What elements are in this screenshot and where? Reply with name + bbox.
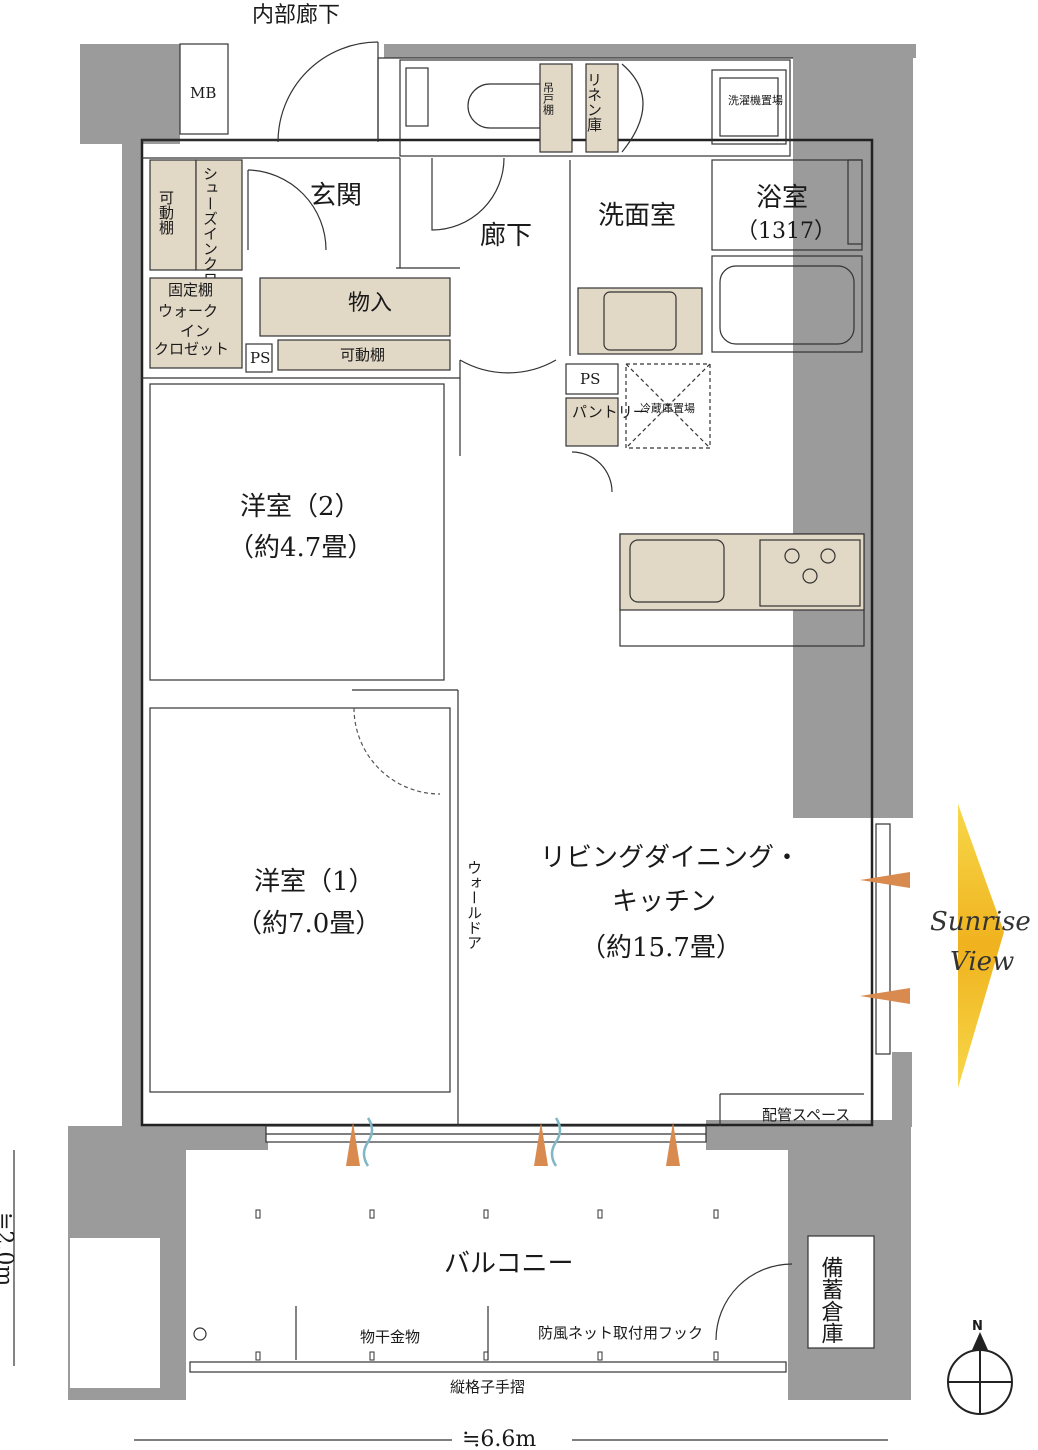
pantry-label: パントリー (572, 403, 648, 421)
western-room-2-size-label: （約4.7畳） (228, 533, 373, 563)
movable-shelf-2-label: 可動棚 (340, 346, 385, 364)
hallway-label: 廊下 (480, 221, 532, 251)
walkin-closet-label-2: イン (180, 322, 210, 340)
railing-label: 縦格子手摺 (450, 1378, 525, 1396)
balcony-posts (255, 1209, 719, 1361)
windbreak-hook-label: 防風ネット取付用フック (538, 1324, 703, 1342)
western-room-1-label: 洋室（1） (254, 867, 375, 897)
mb-label: MB (190, 84, 216, 102)
walkin-closet-label-1: ウォーク (158, 302, 218, 320)
ldk-label-2: キッチン (612, 887, 716, 917)
ldk-size-label: （約15.7畳） (580, 933, 742, 963)
western-room-2-label: 洋室（2） (240, 492, 361, 522)
ps-2-label: PS (580, 370, 600, 388)
hanging-shelf-label: 吊戸棚 (542, 82, 555, 116)
movable-shelf-1-label: 可動棚 (157, 190, 175, 235)
emergency-storage-label: 備蓄倉庫 (818, 1256, 844, 1344)
north-compass-icon: N (947, 1319, 1013, 1415)
piping-space-label: 配管スペース (762, 1106, 850, 1124)
bathroom-size-label: （1317） (736, 219, 836, 244)
ldk-label-1: リビングダイニング・ (540, 843, 800, 873)
sunrise-label-1: Sunrise (930, 907, 1031, 937)
inner-corridor-label: 内部廊下 (252, 3, 340, 28)
north-label: N (972, 1319, 983, 1334)
sunrise-label-2: View (950, 947, 1014, 977)
balcony-label: バルコニー (444, 1249, 573, 1279)
depth-dim-label: ≒2.0m (0, 1212, 17, 1286)
wind-arrows (346, 872, 910, 1166)
washer-label: 洗濯機置場 (728, 93, 783, 107)
laundry-hardware-label: 物干金物 (360, 1328, 420, 1346)
entrance-label: 玄関 (310, 181, 362, 211)
linen-label: リネン庫 (585, 72, 603, 132)
fridge-label: 冷蔵庫置場 (640, 401, 695, 415)
washroom-label: 洗面室 (598, 201, 676, 231)
bathroom-label: 浴室 (756, 183, 808, 213)
western-room-1-size-label: （約7.0畳） (236, 909, 381, 939)
walkin-closet-label-3: クロゼット (154, 340, 229, 358)
width-dim-label: ≒6.6m (462, 1427, 536, 1450)
ps-1-label: PS (250, 349, 270, 367)
fixed-shelf-label: 固定棚 (168, 281, 213, 299)
sunrise-arrow (958, 804, 1004, 1088)
breeze-lines (362, 1117, 562, 1167)
storage-label: 物入 (348, 291, 392, 316)
wall-door-label: ウォールドア (465, 860, 483, 950)
